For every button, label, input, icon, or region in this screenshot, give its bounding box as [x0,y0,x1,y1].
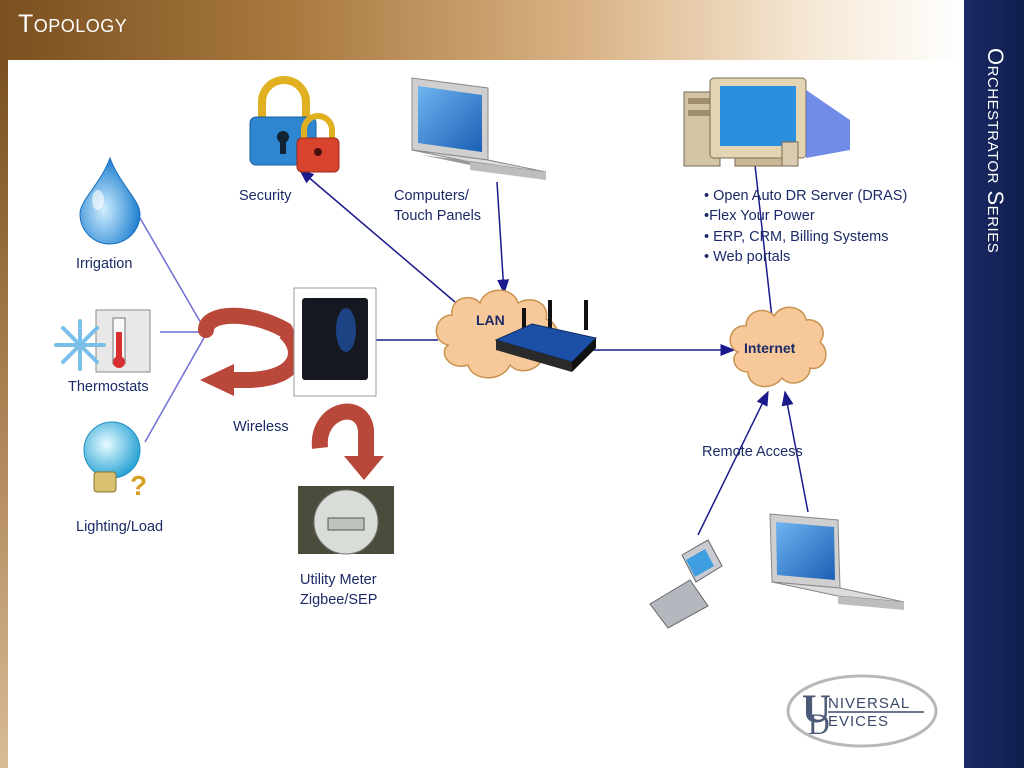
server-item-1: • Open Auto DR Server (DRAS) [704,188,908,204]
server-item-4: • Web portals [704,249,791,265]
logo-line1: NIVERSAL [828,695,910,712]
computers-label-line2: Touch Panels [394,208,482,224]
controller-device [293,287,377,397]
internet-cloud [729,306,827,388]
security-label: Security [239,188,292,204]
laptop-icon [411,77,547,180]
computers-label-line1: Computers/ [394,188,469,204]
remote-laptop-icon [769,513,905,610]
lan-label: LAN [476,312,505,328]
router-icon [494,300,598,372]
wireless-loop-arrow [198,307,304,396]
remote-access-label: Remote Access [702,444,803,460]
svg-text:?: ? [130,470,147,501]
thermostat-icon [54,309,151,373]
svg-text:U: U [802,686,831,731]
internet-label: Internet [744,340,796,356]
meter-link-arrow [311,403,384,480]
page-title: Topology [18,10,128,38]
thermostats-label: Thermostats [68,379,149,395]
universal-devices-logo: U D NIVERSAL EVICES [786,674,938,748]
utility-meter-label-line1: Utility Meter [300,572,377,588]
series-title: Orchestrator Series [983,48,1008,254]
light-bulb-icon: ? [83,421,147,501]
server-item-3: • ERP, CRM, Billing Systems [704,229,889,245]
cellphone-icon [649,539,723,629]
series-sidebar [964,0,1024,768]
connector-lines [139,137,809,536]
irrigation-label: Irrigation [76,256,133,272]
server-item-2: •Flex Your Power [704,208,815,224]
lighting-label: Lighting/Load [76,519,164,535]
left-accent-bar [0,60,8,768]
lock-icon [249,76,340,173]
header-bar [0,0,964,60]
utility-meter-label-line2: Zigbee/SEP [300,592,378,608]
desktop-computer-icon [683,77,850,167]
topology-diagram: ? [54,76,905,629]
svg-text:D: D [808,708,830,741]
logo-line2: EVICES [828,713,889,730]
wireless-label: Wireless [233,419,289,435]
utility-meter-icon [298,486,394,555]
water-drop-icon [79,156,141,245]
